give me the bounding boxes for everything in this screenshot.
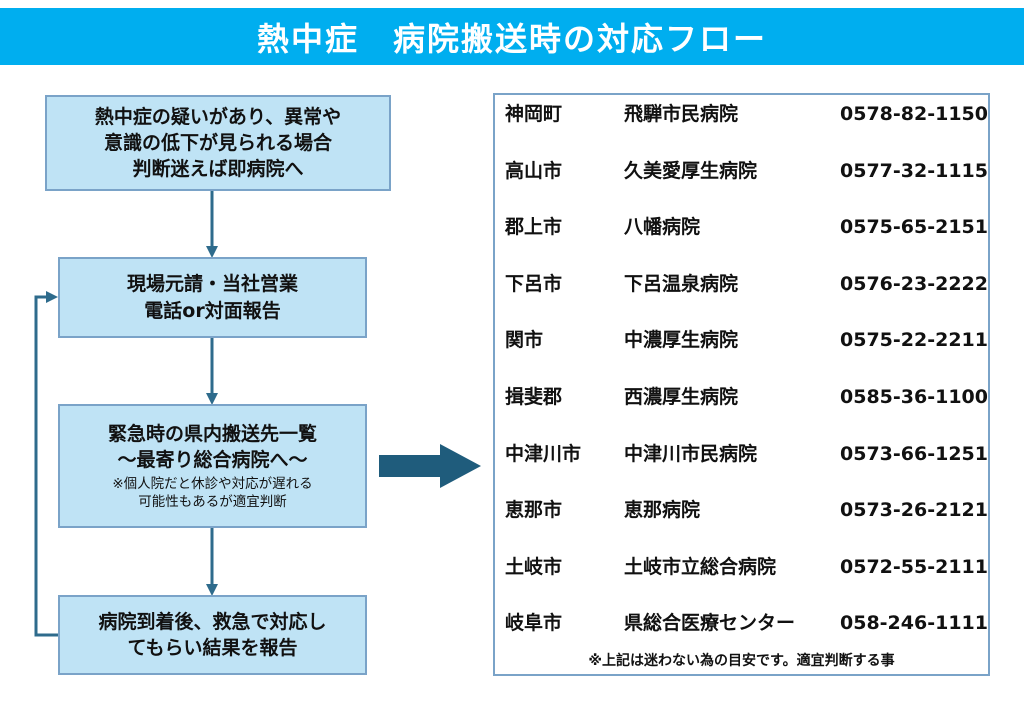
hospital-phone: 0575-22-2211 <box>840 329 988 351</box>
hospital-city: 郡上市 <box>505 216 563 238</box>
note-line: ※個人院だと休診や対応が遅れる <box>112 476 313 492</box>
hospital-city: 神岡町 <box>505 103 563 125</box>
hospital-row: 岐阜市 県総合医療センター 058-246-1111 <box>495 608 988 638</box>
hospital-phone: 058-246-1111 <box>840 612 988 634</box>
hospital-name: 下呂温泉病院 <box>624 273 739 295</box>
big-right-arrow <box>379 444 481 488</box>
hospital-row: 中津川市 中津川市民病院 0573-66-1251 <box>495 439 988 469</box>
hospital-row: 恵那市 恵那病院 0573-26-2121 <box>495 495 988 525</box>
hospital-name: 恵那病院 <box>624 499 701 521</box>
hospital-name: 中津川市民病院 <box>624 443 758 465</box>
hospital-phone: 0573-26-2121 <box>840 499 988 521</box>
hospital-phone: 0572-55-2111 <box>840 556 988 578</box>
hospital-row: 下呂市 下呂温泉病院 0576-23-2222 <box>495 269 988 299</box>
note-line: 可能性もあるが適宜判断 <box>138 494 287 511</box>
hospital-phone: 0578-82-1150 <box>840 103 988 125</box>
step-note: ※個人院だと休診や対応が遅れる 可能性もあるが適宜判断 <box>112 475 312 511</box>
flow-step-arrival: 病院到着後、救急で対応し てもらい結果を報告 <box>58 595 367 675</box>
step-line: 緊急時の県内搬送先一覧 <box>107 422 317 445</box>
flow-step-hospital-list: 緊急時の県内搬送先一覧 ～最寄り総合病院へ～ ※個人院だと休診や対応が遅れる 可… <box>58 404 367 528</box>
step-line: 意識の低下が見られる場合 <box>103 131 332 154</box>
hospital-row: 郡上市 八幡病院 0575-65-2151 <box>495 212 988 242</box>
hospital-city: 揖斐郡 <box>505 386 563 408</box>
hospital-row: 土岐市 土岐市立総合病院 0572-55-2111 <box>495 552 988 582</box>
flow-step-report: 現場元請・当社営業 電話or対面報告 <box>58 257 367 338</box>
step-line: 現場元請・当社営業 <box>126 273 298 296</box>
page-title: 熱中症 病院搬送時の対応フロー <box>256 19 767 58</box>
hospital-city: 高山市 <box>505 160 563 182</box>
hospital-city: 岐阜市 <box>505 612 563 634</box>
hospital-name: 西濃厚生病院 <box>624 386 739 408</box>
hospital-name: 八幡病院 <box>624 216 701 238</box>
step-line: ～最寄り総合病院へ～ <box>117 448 308 471</box>
hospital-phone: 0575-65-2151 <box>840 216 988 238</box>
hospital-name: 久美愛厚生病院 <box>624 160 758 182</box>
step-line: 病院到着後、救急で対応し <box>98 610 327 633</box>
step-line: 熱中症の疑いがあり、異常や <box>94 105 342 128</box>
hospital-city: 恵那市 <box>505 499 563 521</box>
hospital-phone: 0585-36-1100 <box>840 386 988 408</box>
hospital-city: 関市 <box>505 329 544 351</box>
hospital-name: 土岐市立総合病院 <box>624 556 777 578</box>
hospital-row: 神岡町 飛騨市民病院 0578-82-1150 <box>495 99 988 129</box>
hospital-city: 中津川市 <box>505 443 582 465</box>
title-bar: 熱中症 病院搬送時の対応フロー <box>0 8 1024 65</box>
hospital-footnote: ※上記は迷わない為の目安です。適宜判断する事 <box>588 653 895 669</box>
hospital-phone: 0573-66-1251 <box>840 443 988 465</box>
step-line: 電話or対面報告 <box>144 299 281 322</box>
flow-step-suspect-heatstroke: 熱中症の疑いがあり、異常や 意識の低下が見られる場合 判断迷えば即病院へ <box>45 95 391 191</box>
hospital-name: 県総合医療センター <box>624 612 796 634</box>
hospital-row: 高山市 久美愛厚生病院 0577-32-1115 <box>495 156 988 186</box>
hospital-phone: 0576-23-2222 <box>840 273 988 295</box>
hospital-phone: 0577-32-1115 <box>840 160 988 182</box>
hospital-list-panel: 神岡町 飛騨市民病院 0578-82-1150 高山市 久美愛厚生病院 0577… <box>493 93 990 676</box>
hospital-row: 関市 中濃厚生病院 0575-22-2211 <box>495 325 988 355</box>
hospital-city: 土岐市 <box>505 556 563 578</box>
hospital-name: 中濃厚生病院 <box>624 329 739 351</box>
hospital-name: 飛騨市民病院 <box>624 103 739 125</box>
loop-arrow-box4-to-box2 <box>34 291 58 637</box>
hospital-city: 下呂市 <box>505 273 563 295</box>
step-line: てもらい結果を報告 <box>127 637 298 659</box>
step-line: 判断迷えば即病院へ <box>132 158 304 181</box>
hospital-row: 揖斐郡 西濃厚生病院 0585-36-1100 <box>495 382 988 412</box>
